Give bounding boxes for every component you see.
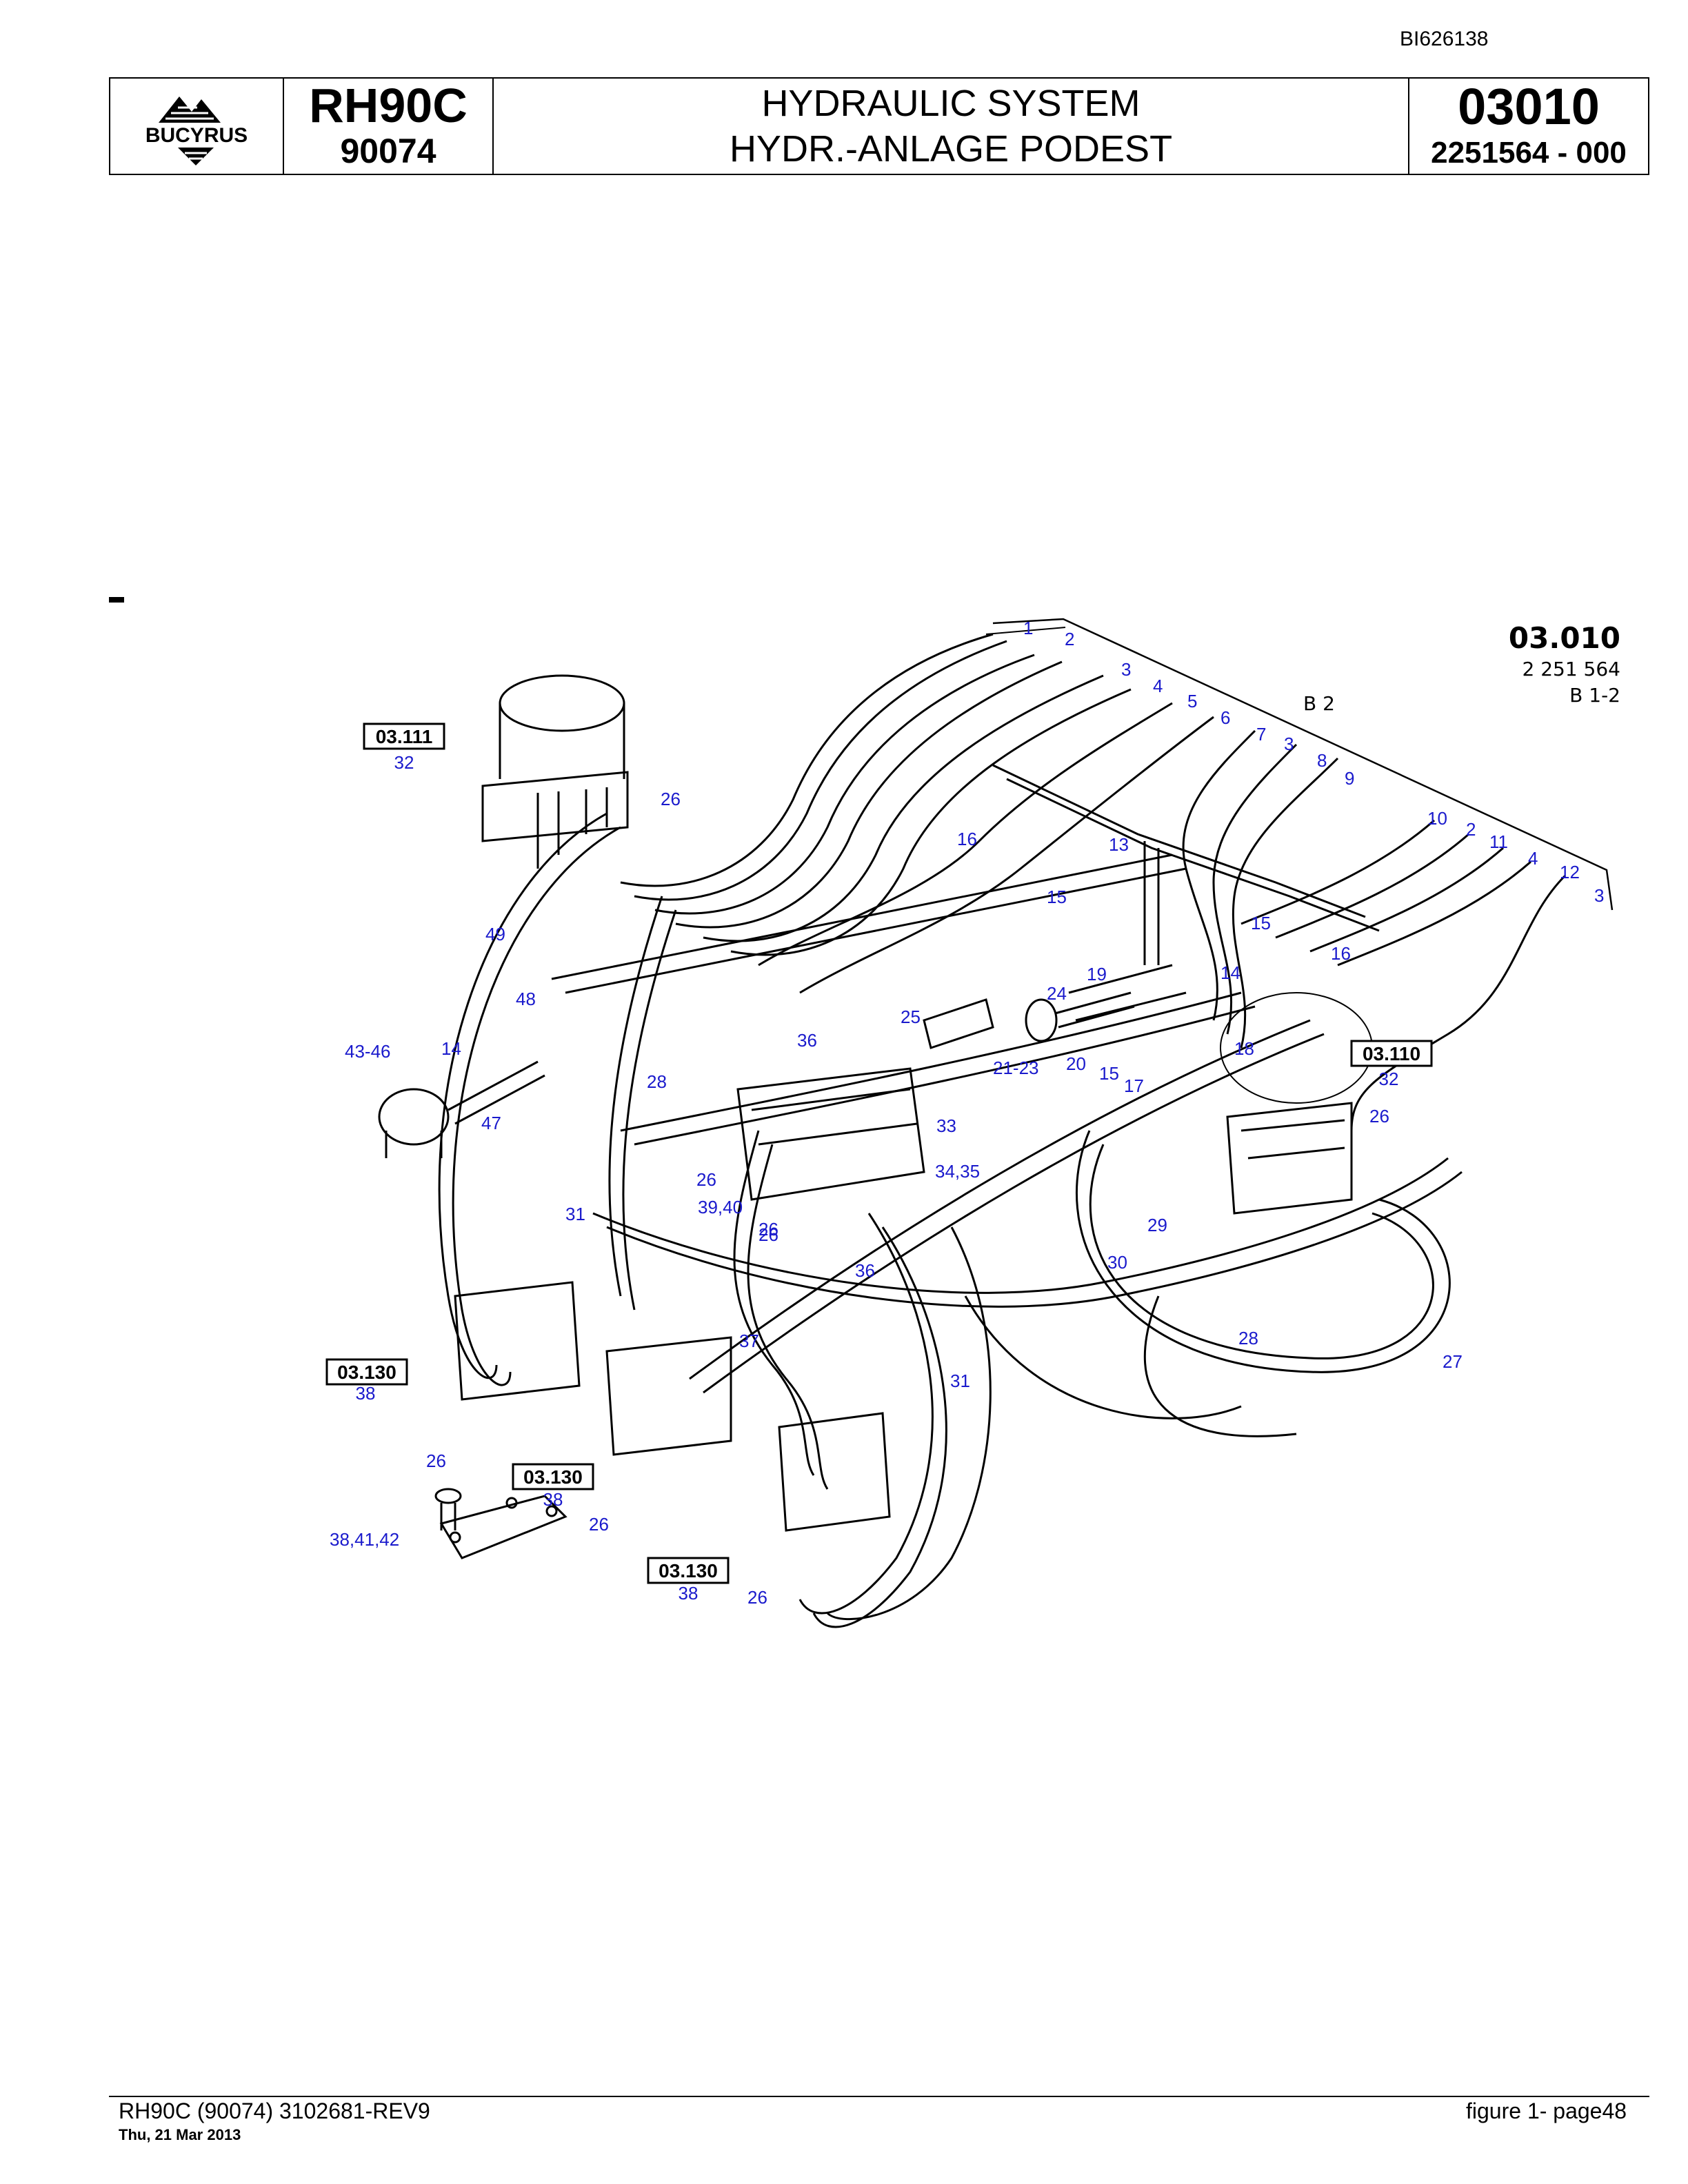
callout: 2: [1065, 629, 1074, 649]
section-label: B 2: [1303, 692, 1335, 715]
callout: 26: [758, 1224, 778, 1245]
callout: 11: [1489, 831, 1508, 852]
callout-labels: 1 2 3 4 5 6 7 3 8 9 10 2 11 4 12 3 26 16…: [330, 618, 1604, 1608]
callout: 3: [1121, 659, 1131, 680]
callout: 31: [565, 1204, 585, 1224]
footer-date: Thu, 21 Mar 2013: [119, 2126, 241, 2143]
callout: 6: [1220, 707, 1230, 728]
callout: 3: [1594, 885, 1604, 906]
callout: 26: [758, 1219, 778, 1240]
corner-group-number: 03.010: [1509, 621, 1620, 655]
callout: 39,40: [698, 1197, 743, 1217]
callout: 29: [1147, 1215, 1167, 1235]
callout: 16: [1331, 943, 1351, 964]
callout: 18: [1234, 1038, 1254, 1059]
callout: 30: [1107, 1252, 1127, 1273]
hose-lines: [378, 618, 1614, 1628]
callout: 26: [589, 1514, 609, 1535]
svg-text:32: 32: [394, 752, 414, 773]
margin-marker: [109, 597, 124, 603]
callout: 26: [747, 1587, 767, 1608]
ref-box-03-130-c: 03.130: [659, 1560, 718, 1581]
bucyrus-logo-icon: BUCYRUS: [127, 97, 266, 165]
callout: 15: [1099, 1063, 1119, 1084]
ref-box-03-130-b: 03.130: [523, 1466, 583, 1488]
title-cell: HYDRAULIC SYSTEM HYDR.-ANLAGE PODEST: [494, 79, 1409, 174]
callout: 15: [1047, 887, 1067, 907]
callout: 5: [1187, 691, 1197, 711]
callout: 27: [1443, 1351, 1463, 1372]
callout: 8: [1317, 750, 1327, 771]
corner-sheet: B 1-2: [1569, 684, 1620, 707]
ref-boxes: 03.111 32 03.110 32 03.130 38 03.130 38 …: [325, 722, 1433, 1604]
callout: 26: [696, 1169, 716, 1190]
svg-text:38: 38: [679, 1583, 699, 1604]
callout: 20: [1066, 1053, 1086, 1074]
callout: 13: [1109, 834, 1129, 855]
number-cell: 03010 2251564 - 000: [1409, 79, 1648, 174]
svg-text:38: 38: [543, 1489, 563, 1510]
model-cell: RH90C 90074: [284, 79, 494, 174]
model-number: 90074: [340, 132, 436, 170]
svg-text:32: 32: [1379, 1069, 1399, 1089]
callout: 12: [1560, 862, 1580, 882]
callout: 26: [661, 789, 681, 809]
callout: 9: [1345, 768, 1354, 789]
callout: 24: [1047, 983, 1067, 1004]
callout: 36: [797, 1030, 817, 1051]
svg-text:BUCYRUS: BUCYRUS: [145, 124, 248, 147]
footer-doc-ref: RH90C (90074) 3102681-REV9: [119, 2099, 430, 2123]
title-block: BUCYRUS RH90C 90074 HYDRAULIC SYSTEM HYD…: [109, 77, 1649, 175]
part-number: 2251564 - 000: [1431, 136, 1627, 170]
callout: 4: [1528, 848, 1538, 869]
callout: 31: [950, 1371, 970, 1391]
model-name: RH90C: [309, 79, 468, 132]
callout: 33: [936, 1115, 956, 1136]
callout: 1: [1023, 618, 1033, 638]
callout: 2: [1466, 819, 1476, 840]
callout: 19: [1087, 964, 1107, 984]
callout: 25: [901, 1007, 921, 1027]
title-german: HYDR.-ANLAGE PODEST: [729, 128, 1173, 170]
callout: 47: [481, 1113, 501, 1133]
callout: 48: [516, 989, 536, 1009]
footer-rule: [109, 2096, 1649, 2097]
brand-logo: BUCYRUS: [110, 79, 284, 174]
callout: 43-46: [345, 1041, 391, 1062]
callout: 28: [1238, 1328, 1258, 1348]
callout: 7: [1256, 724, 1266, 745]
callout: 49: [485, 924, 505, 944]
svg-text:38: 38: [356, 1383, 376, 1404]
callout: 37: [739, 1331, 759, 1351]
corner-part-number: 2 251 564: [1522, 658, 1620, 680]
callout: 26: [426, 1450, 446, 1471]
callout: 17: [1124, 1075, 1144, 1096]
group-number: 03010: [1458, 78, 1600, 135]
callout: 21-23: [993, 1058, 1039, 1078]
callout: 15: [1251, 913, 1271, 933]
callout: 38,41,42: [330, 1529, 399, 1550]
ref-box-03-111: 03.111: [376, 726, 433, 747]
title-english: HYDRAULIC SYSTEM: [761, 83, 1141, 124]
hydraulic-diagram: 03.111 32 03.110 32 03.130 38 03.130 38 …: [325, 618, 1620, 1628]
callout: 26: [1369, 1106, 1389, 1126]
ref-box-03-110: 03.110: [1363, 1043, 1420, 1064]
callout: 3: [1284, 734, 1294, 754]
callout: 34,35: [935, 1161, 980, 1182]
callout: 14: [441, 1038, 461, 1059]
ref-box-03-130-a: 03.130: [337, 1362, 396, 1383]
callout: 36: [855, 1260, 875, 1281]
callout: 4: [1153, 676, 1163, 696]
callout: 10: [1427, 808, 1447, 829]
footer-page: figure 1- page48: [1466, 2099, 1627, 2123]
callout: 14: [1220, 962, 1240, 983]
document-id: BI626138: [1400, 28, 1489, 50]
callout: 16: [957, 829, 977, 849]
callout: 28: [647, 1071, 667, 1092]
